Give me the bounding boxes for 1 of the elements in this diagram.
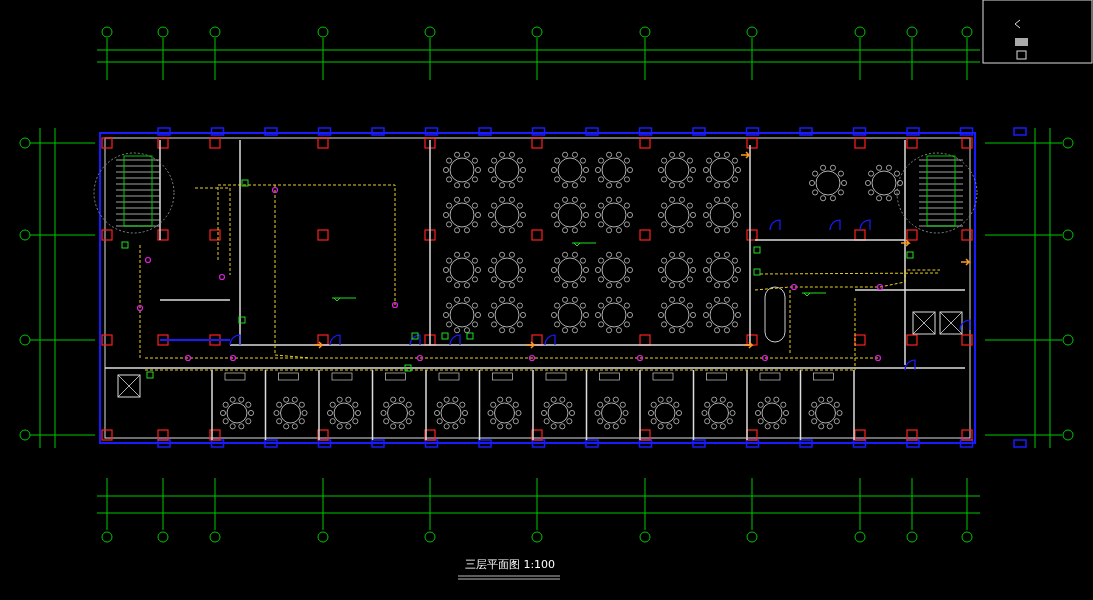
drawing-title: 三层平面图 1:100 (463, 557, 557, 572)
